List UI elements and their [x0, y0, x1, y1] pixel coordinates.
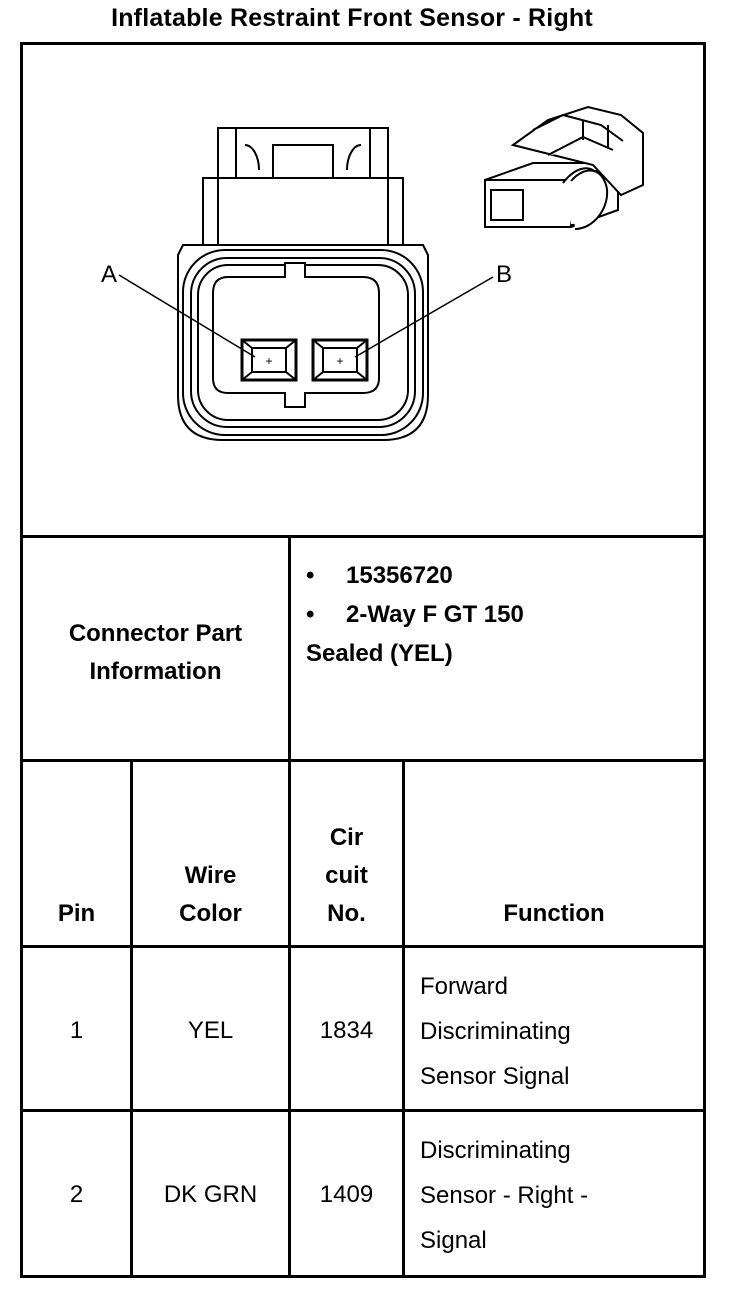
connector-info-item: •15356720	[306, 562, 453, 589]
connector-info-label: Connector Part Information	[23, 615, 288, 691]
table-row-1-function: Forward Discriminating Sensor Signal	[420, 973, 571, 1090]
header-circuit-no: Cir cuit No.	[325, 824, 368, 927]
pin-label-a: A	[101, 261, 117, 288]
connector-isometric-view	[484, 105, 644, 230]
divider-col-wire	[288, 759, 291, 1278]
divider-col-circuit	[402, 759, 405, 1278]
divider-col-pin	[130, 759, 133, 1278]
table-row-2-wire-color: DK GRN	[163, 1181, 258, 1208]
table-row-2-circuit: 1409	[319, 1181, 374, 1208]
connector-info-label-line2: Information	[89, 658, 222, 685]
divider-info-bottom	[20, 759, 706, 762]
table-row-2-pin: 2	[69, 1181, 84, 1208]
leader-line-a	[118, 274, 256, 358]
leader-line-b	[354, 276, 494, 358]
divider-info-column	[288, 535, 291, 762]
divider-diagram-bottom	[20, 535, 706, 538]
connector-info-continuation: Sealed (YEL)	[306, 640, 453, 667]
connector-seal	[182, 249, 424, 436]
table-row-1-circuit: 1834	[319, 1017, 374, 1044]
table-row-2-function: Discriminating Sensor - Right - Signal	[420, 1137, 589, 1254]
page-title: Inflatable Restraint Front Sensor - Righ…	[111, 4, 593, 32]
terminal-a	[240, 338, 298, 382]
terminal-b	[311, 338, 369, 382]
connector-info-list: •15356720 •2-Way F GT 150 Sealed (YEL)	[306, 556, 696, 673]
connector-body	[202, 177, 404, 246]
pin-label-b: B	[496, 261, 512, 288]
table-row-1-wire-color: YEL	[187, 1017, 234, 1044]
connector-info-item: •2-Way F GT 150	[306, 601, 524, 628]
terminal-a-mark: +	[265, 354, 272, 368]
connector-diagram: + + A B	[101, 105, 644, 441]
header-function: Function	[503, 900, 605, 927]
divider-header-bottom	[20, 945, 706, 948]
connector-info-label-line1: Connector Part	[68, 620, 243, 647]
header-wire-color: Wire Color	[179, 862, 242, 927]
divider-row1-bottom	[20, 1109, 706, 1112]
terminal-b-mark: +	[336, 354, 343, 368]
table-row-1-pin: 1	[69, 1017, 84, 1044]
connector-table-frame	[20, 42, 706, 1278]
header-pin: Pin	[57, 900, 96, 927]
